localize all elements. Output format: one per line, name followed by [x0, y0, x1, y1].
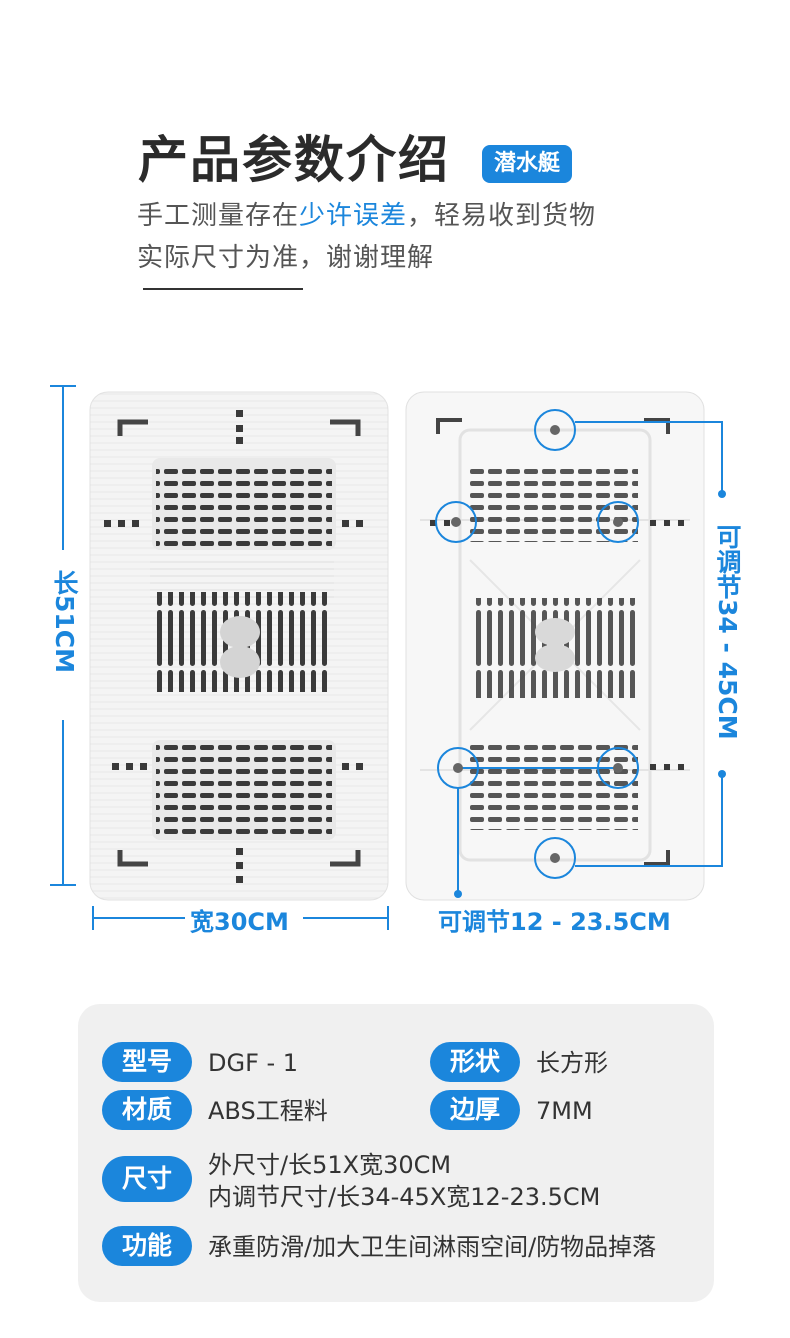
mat-front-view: [89, 391, 389, 901]
subtitle-line-2: 实际尺寸为准，谢谢理解: [137, 243, 435, 273]
size-value-inner: 内调节尺寸/长34-45X宽12-23.5CM: [208, 1183, 601, 1211]
spec-card: 型号 DGF - 1 形状 长方形 材质 ABS工程料 边厚 7MM 尺寸 外尺…: [78, 1004, 714, 1302]
adjust-width-label: 可调节12 - 23.5CM: [438, 908, 671, 936]
page-title: 产品参数介绍: [138, 131, 450, 189]
size-label: 尺寸: [102, 1156, 192, 1202]
product-name-badge: 潜水艇: [482, 145, 573, 183]
length-dimension: [50, 385, 76, 886]
header-divider: [143, 288, 303, 290]
material-value: ABS工程料: [208, 1097, 328, 1125]
subtitle-suffix: ，轻易收到货物: [407, 201, 597, 231]
mat-back-view: [405, 391, 726, 901]
material-label: 材质: [102, 1090, 192, 1130]
length-label: 长51CM: [50, 570, 79, 674]
model-label: 型号: [102, 1042, 192, 1082]
width-dimension: [92, 906, 389, 930]
adjust-length-label: 可调节34 - 45CM: [713, 524, 742, 740]
subtitle-highlight: 少许误差: [299, 201, 408, 231]
thickness-label: 边厚: [430, 1090, 520, 1130]
model-value: DGF - 1: [208, 1049, 299, 1077]
product-images: [50, 385, 726, 930]
width-label: 宽30CM: [190, 908, 289, 936]
shape-value: 长方形: [536, 1049, 608, 1077]
subtitle-line-1: 手工测量存在少许误差，轻易收到货物: [137, 198, 596, 234]
thickness-value: 7MM: [536, 1097, 593, 1125]
size-value-outer: 外尺寸/长51X宽30CM: [208, 1151, 452, 1179]
subtitle-prefix: 手工测量存在: [137, 201, 300, 231]
function-value: 承重防滑/加大卫生间淋雨空间/防物品掉落: [208, 1233, 657, 1261]
shape-label: 形状: [430, 1042, 520, 1082]
function-label: 功能: [102, 1226, 192, 1266]
